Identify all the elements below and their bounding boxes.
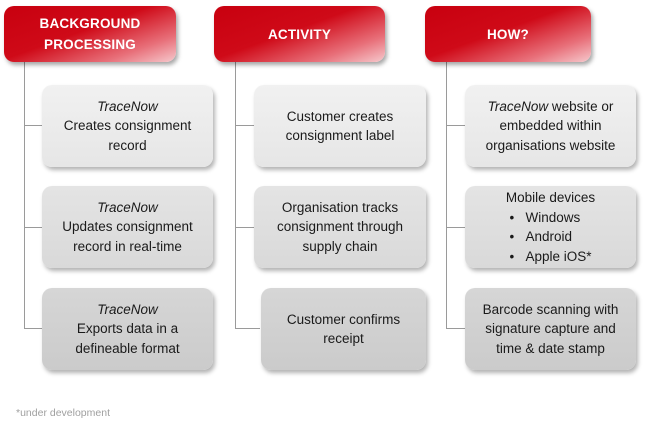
- header-line: HOW?: [486, 26, 530, 42]
- box-line: record: [108, 137, 147, 153]
- box-line-text: website or: [548, 98, 614, 114]
- connector-branch: [446, 125, 465, 126]
- box-line: record in real-time: [73, 238, 182, 254]
- box-line: Barcode scanning with: [482, 301, 619, 317]
- activity-box-track-consignment: Organisation tracks consignment through …: [254, 186, 426, 268]
- box-line-brand: TraceNow: [97, 301, 158, 317]
- connector-branch: [24, 125, 42, 126]
- box-line: consignment through: [276, 219, 404, 235]
- device-list-item: Windows: [509, 208, 591, 228]
- how-box-mobile-devices: Mobile devices Windows Android Apple iOS…: [465, 186, 636, 268]
- header-line: PROCESSING: [43, 37, 137, 52]
- box-line: Creates consignment: [63, 118, 192, 134]
- device-list: Windows Android Apple iOS*: [509, 208, 591, 267]
- box-line: Customer creates: [286, 108, 394, 124]
- box-line: Customer confirms: [286, 311, 401, 327]
- activity-box-confirm-receipt: Customer confirms receipt: [261, 288, 426, 370]
- box-line: signature capture and: [485, 321, 616, 337]
- how-box-website: TraceNow website or embedded within orga…: [465, 85, 636, 167]
- connector-branch: [446, 227, 465, 228]
- connector-line-col3: [446, 62, 447, 329]
- connector-branch: [24, 328, 42, 329]
- box-line: embedded within: [499, 118, 602, 134]
- connector-branch: [235, 125, 254, 126]
- device-list-item: Apple iOS*: [509, 247, 591, 267]
- box-line-brand: TraceNow: [97, 199, 158, 215]
- connector-line-col2: [235, 62, 236, 329]
- process-box-export-data: TraceNow Exports data in a defineable fo…: [42, 288, 213, 370]
- device-list-item: Android: [509, 227, 591, 247]
- connector-branch: [235, 328, 260, 329]
- box-line: time & date stamp: [496, 340, 605, 356]
- connector-branch: [235, 227, 254, 228]
- connector-branch: [446, 328, 465, 329]
- box-line: organisations website: [485, 137, 616, 153]
- box-line: consignment label: [285, 128, 395, 143]
- connector-line-col1: [24, 62, 25, 329]
- box-line-brand: TraceNow: [97, 98, 158, 114]
- box-line-brand: TraceNow: [487, 98, 549, 114]
- footnote: *under development: [16, 407, 110, 419]
- activity-box-create-label: Customer creates consignment label: [254, 85, 426, 167]
- box-line: defineable format: [75, 340, 180, 356]
- box-line: receipt: [323, 331, 364, 346]
- box-line: Organisation tracks: [281, 199, 399, 215]
- box-line: Updates consignment: [62, 219, 193, 235]
- how-box-barcode-scanning: Barcode scanning with signature capture …: [465, 288, 636, 370]
- column-header-activity: ACTIVITY: [214, 6, 385, 62]
- process-box-create-record: TraceNow Creates consignment record: [42, 85, 213, 167]
- column-header-how: HOW?: [425, 6, 591, 62]
- box-title: Mobile devices: [505, 190, 596, 205]
- box-line: Exports data in a: [76, 321, 179, 337]
- box-line: TraceNow website or: [488, 97, 614, 117]
- connector-branch: [24, 227, 42, 228]
- header-line: ACTIVITY: [267, 26, 332, 42]
- column-header-background-processing: BACKGROUND PROCESSING: [4, 6, 176, 62]
- process-box-update-record: TraceNow Updates consignment record in r…: [42, 186, 213, 268]
- header-line: BACKGROUND: [39, 16, 141, 31]
- box-line: supply chain: [302, 238, 378, 254]
